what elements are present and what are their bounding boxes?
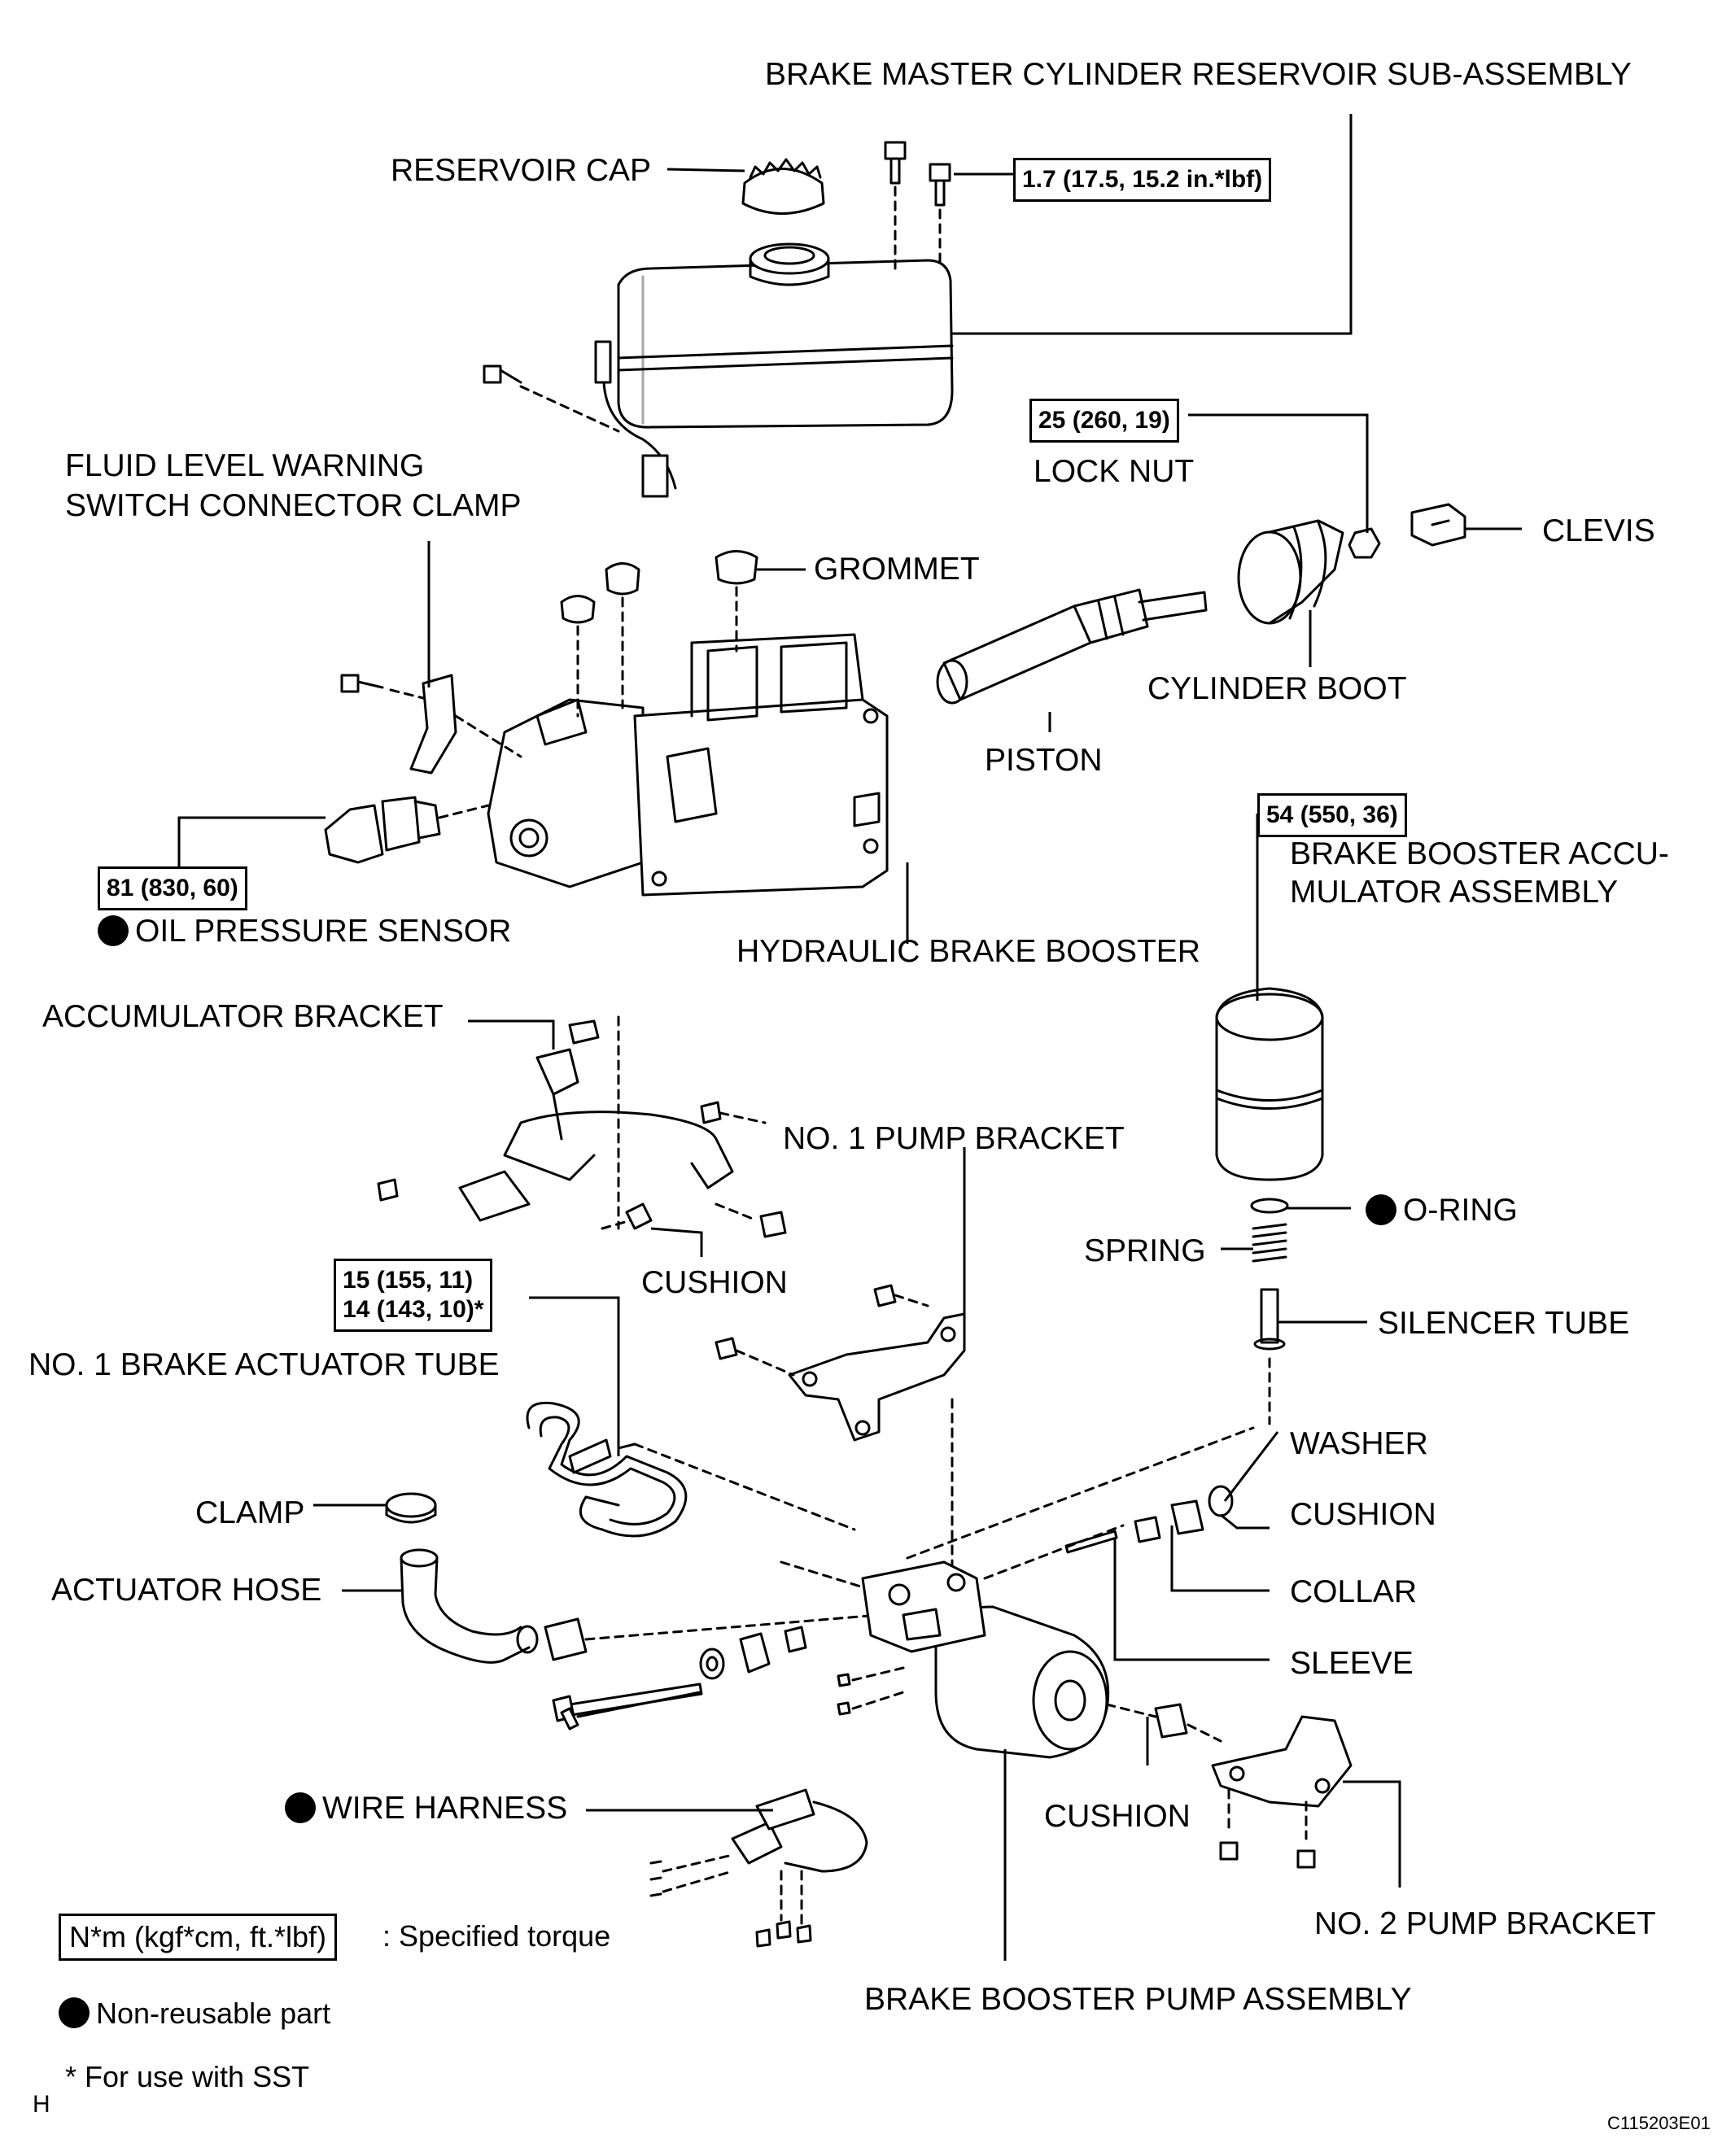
label-clamp: CLAMP (195, 1495, 305, 1530)
label-collar: COLLAR (1290, 1574, 1418, 1609)
legend-torque-desc: : Specified torque (382, 1919, 611, 1953)
label-grommet: GROMMET (814, 552, 980, 587)
actuator-tube-drawing (526, 1401, 889, 1596)
non-reusable-dot-icon (285, 1792, 316, 1823)
label-wire-harness: WIRE HARNESS (285, 1792, 567, 1824)
label-washer: WASHER (1290, 1426, 1428, 1461)
long-bolt-drawing (560, 1691, 701, 1730)
figure-id: C115203E01 (1607, 2113, 1711, 2133)
o-ring-text: O-RING (1403, 1193, 1518, 1228)
label-pump-assembly: BRAKE BOOSTER PUMP ASSEMBLY (864, 1982, 1412, 2017)
actuator-hose-drawing (400, 1548, 881, 1664)
torque-actuator-tube: 15 (155, 11)14 (143, 10)* (334, 1259, 493, 1332)
label-o-ring: O-RING (1366, 1194, 1518, 1226)
label-accumulator-line2: MULATOR ASSEMBLY (1290, 875, 1619, 910)
non-reusable-dot-icon (1366, 1194, 1396, 1225)
clamp-drawing (385, 1492, 437, 1524)
label-no2-pump-bracket: NO. 2 PUMP BRACKET (1314, 1906, 1656, 1941)
non-reusable-dot-icon (59, 1997, 90, 2028)
torque-tube-line2: 14 (143, 10)* (343, 1296, 484, 1323)
torque-tube-line1: 15 (155, 11) (343, 1267, 474, 1294)
clevis-drawing (1410, 503, 1466, 547)
label-spring: SPRING (1084, 1233, 1206, 1268)
label-accumulator-line1: BRAKE BOOSTER ACCU- (1290, 836, 1669, 871)
lock-nut-drawing (1348, 527, 1381, 559)
piston-assembly-drawing (936, 588, 1208, 705)
torque-reservoir-screw: 1.7 (17.5, 15.2 in.*lbf) (1013, 158, 1272, 202)
reservoir-tank-drawing (594, 242, 954, 498)
label-cylinder-boot: CYLINDER BOOT (1147, 671, 1407, 706)
no2-pump-bracket-drawing (1211, 1715, 1353, 1869)
torque-accumulator: 54 (550, 36) (1257, 793, 1407, 837)
label-reservoir-cap: RESERVOIR CAP (391, 153, 652, 188)
label-no1-actuator-tube: NO. 1 BRAKE ACTUATOR TUBE (28, 1347, 500, 1382)
label-fluid-level-clamp-line1: FLUID LEVEL WARNING (65, 448, 425, 483)
label-cushion-top: CUSHION (641, 1265, 788, 1300)
o-ring-spring-drawing (1250, 1198, 1289, 1425)
leader-lines (177, 114, 1522, 1961)
label-oil-pressure-sensor: OIL PRESSURE SENSOR (98, 915, 511, 947)
label-clevis: CLEVIS (1542, 513, 1655, 548)
label-cushion-right: CUSHION (1290, 1497, 1436, 1532)
non-reusable-dot-icon (98, 915, 129, 946)
grommets-drawing (560, 550, 758, 718)
wire-harness-text: WIRE HARNESS (322, 1791, 568, 1826)
cylinder-boot-drawing (1237, 519, 1344, 625)
label-actuator-hose: ACTUATOR HOSE (51, 1573, 322, 1608)
label-piston: PISTON (985, 743, 1103, 778)
legend-sst-note: * For use with SST (65, 2060, 310, 2093)
label-fluid-level-clamp-line2: SWITCH CONNECTOR CLAMP (65, 488, 522, 523)
label-accumulator-bracket: ACCUMULATOR BRACKET (42, 999, 444, 1034)
no1-pump-bracket-drawing (715, 1284, 966, 1572)
oil-pressure-sensor-text: OIL PRESSURE SENSOR (135, 914, 512, 949)
label-silencer-tube: SILENCER TUBE (1378, 1306, 1630, 1341)
torque-lock-nut: 25 (260, 19) (1029, 399, 1179, 443)
hydraulic-booster-drawing (487, 633, 889, 897)
label-no1-pump-bracket: NO. 1 PUMP BRACKET (783, 1121, 1125, 1156)
label-reservoir-sub-assembly: BRAKE MASTER CYLINDER RESERVOIR SUB-ASSE… (765, 57, 1632, 92)
corner-mark: H (33, 2091, 50, 2118)
label-lock-nut: LOCK NUT (1034, 454, 1195, 489)
wire-harness-drawing (649, 1788, 868, 1948)
legend-non-reusable: Non-reusable part (59, 1997, 330, 2028)
accumulator-bracket-drawing (377, 1015, 787, 1238)
label-hydraulic-brake-booster: HYDRAULIC BRAKE BOOSTER (736, 934, 1200, 969)
reservoir-cap-drawing (741, 158, 825, 215)
torque-oil-sensor: 81 (830, 60) (98, 866, 247, 910)
pump-assembly-drawing (861, 1560, 1110, 1759)
level-clamp-bracket-drawing (340, 674, 522, 775)
oil-pressure-sensor-drawing (324, 796, 490, 864)
legend-torque-unit-box: N*m (kgf*cm, ft.*lbf) (59, 1914, 338, 1961)
label-sleeve: SLEEVE (1290, 1646, 1414, 1681)
accumulator-drawing (1215, 987, 1324, 1181)
label-cushion-bottom: CUSHION (1044, 1799, 1191, 1834)
legend-non-reusable-text: Non-reusable part (96, 1997, 331, 2030)
reservoir-screws-drawing (483, 141, 951, 433)
